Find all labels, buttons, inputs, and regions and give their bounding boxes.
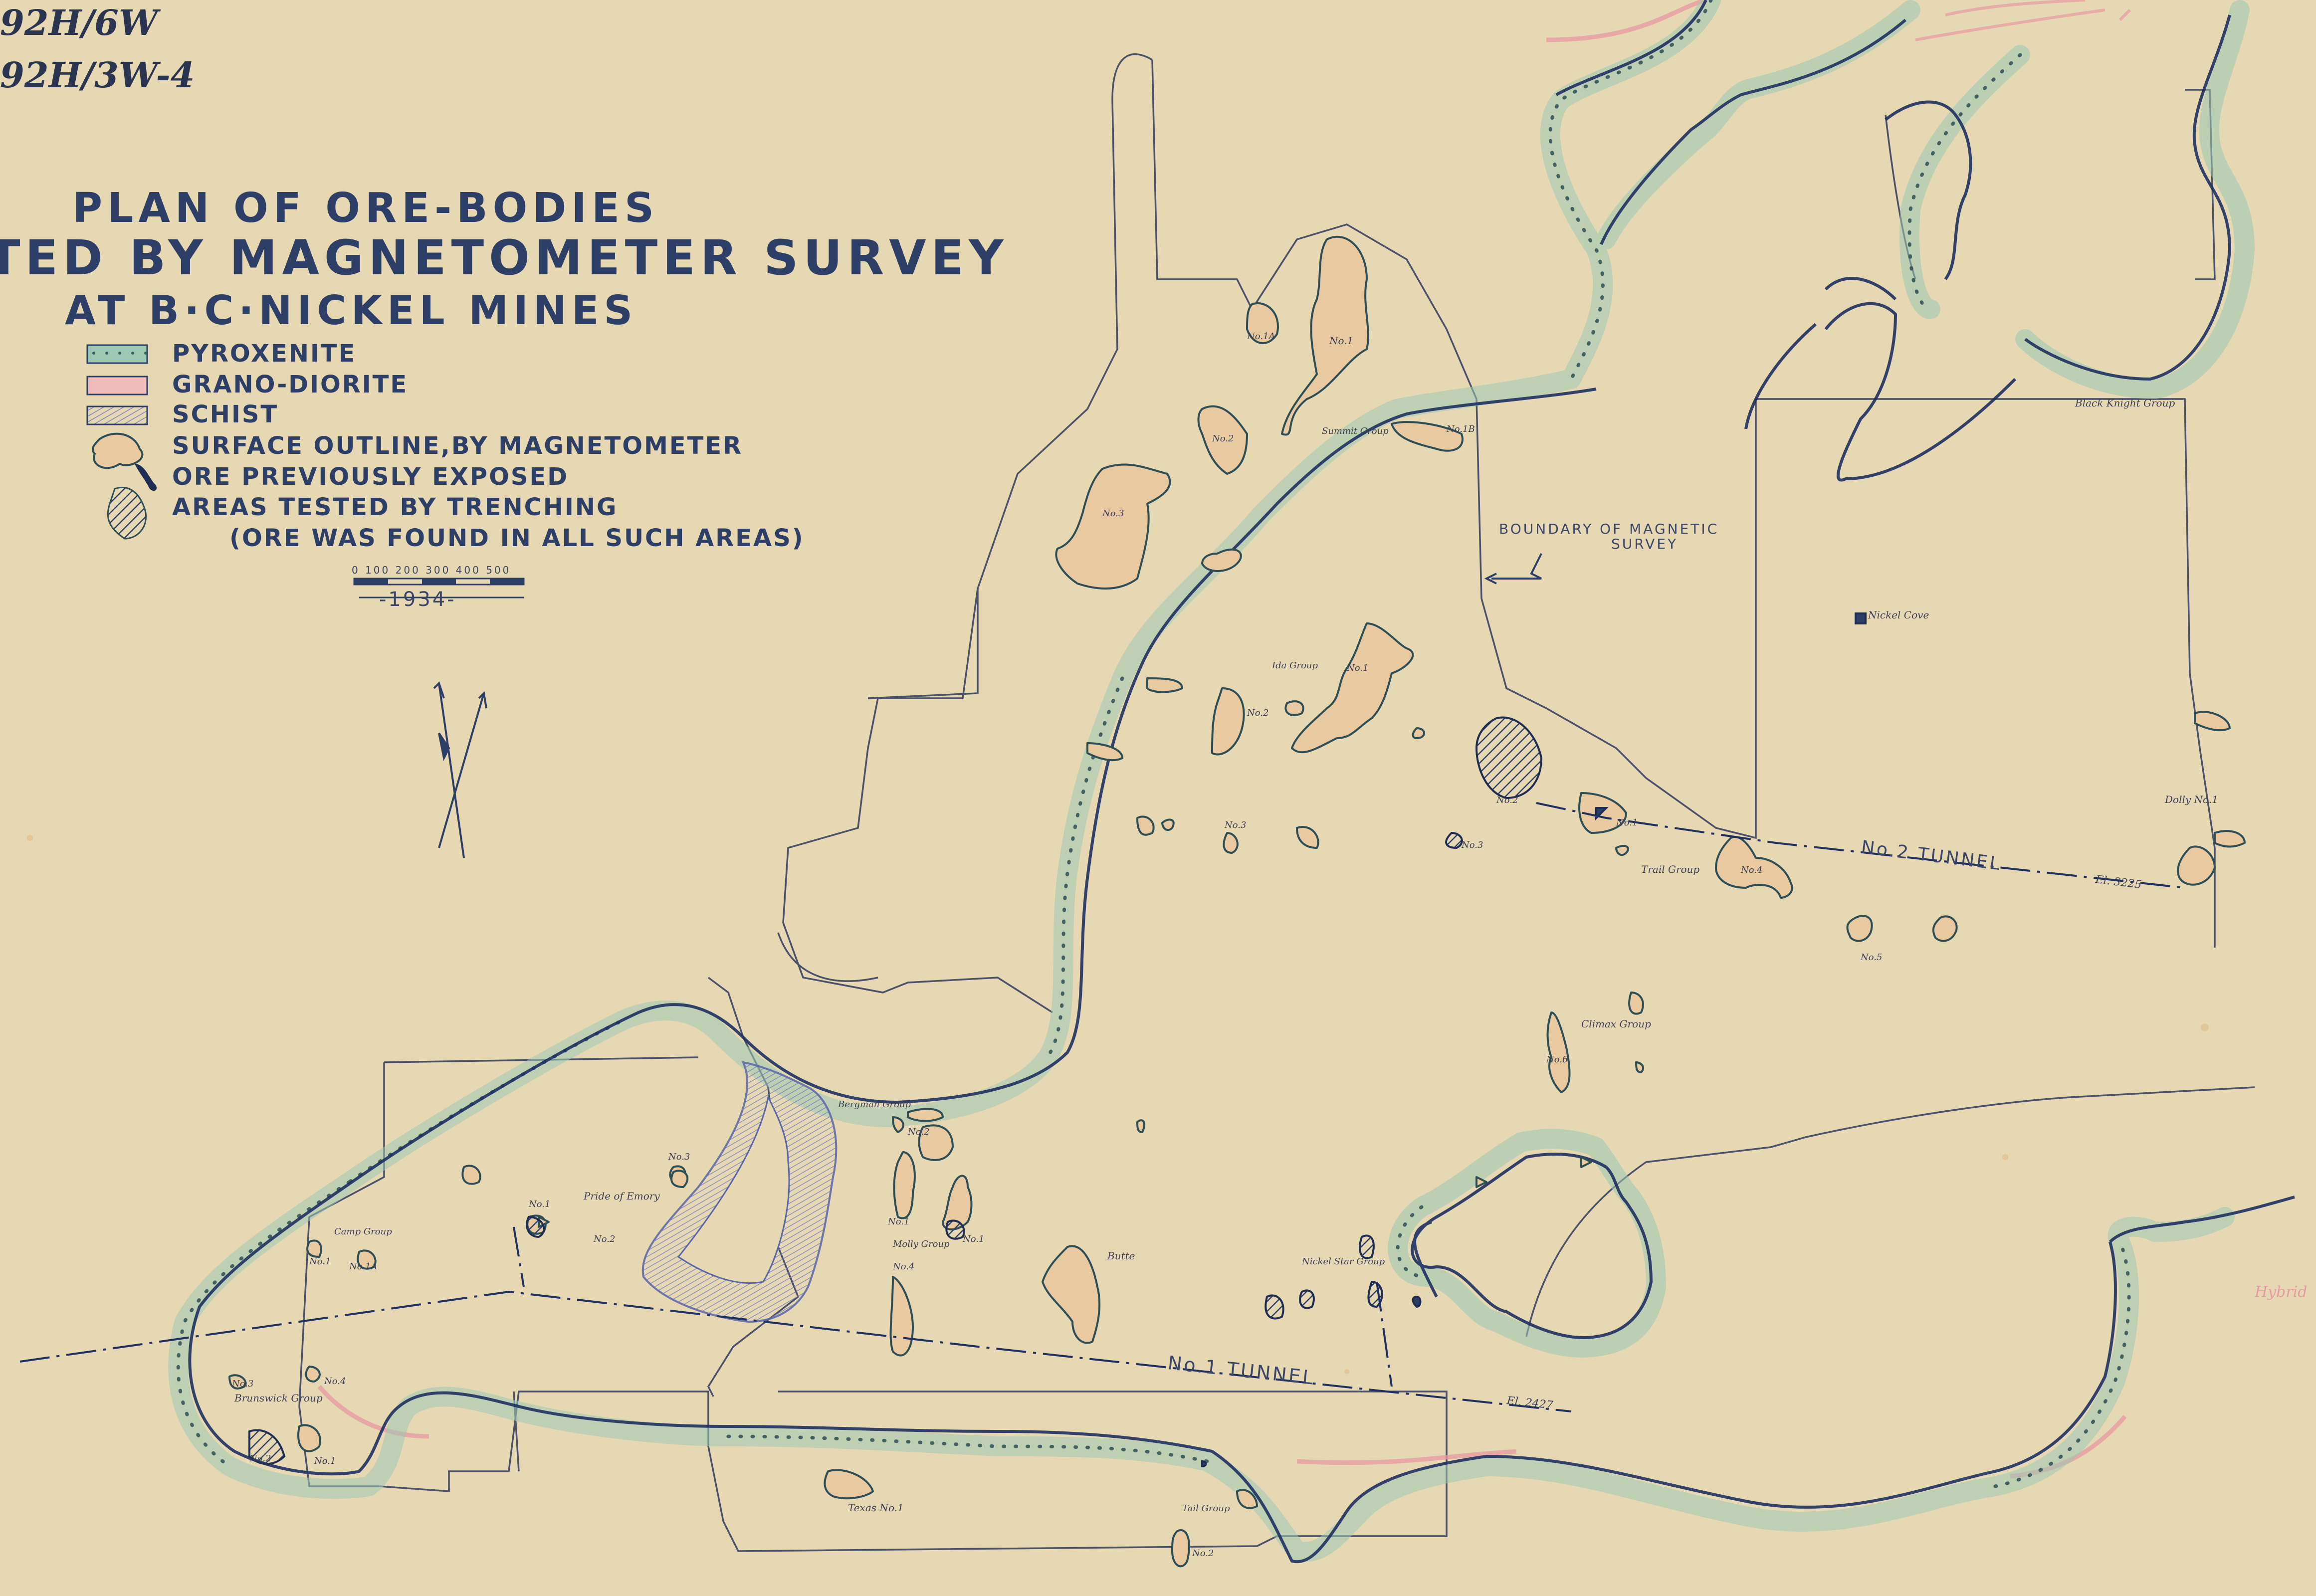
- label-ida-group: Ida Group: [1271, 660, 1318, 671]
- label-no4-trail: No.4: [1740, 865, 1762, 875]
- label-no5: No.5: [1860, 952, 1882, 963]
- label-summit-group: Summit Group: [1322, 426, 1389, 436]
- red-pencil-marks: [1915, 0, 2131, 41]
- label-no1-bruns: No.1: [314, 1456, 336, 1466]
- label-nickel-cove: Nickel Cove: [1868, 609, 1929, 621]
- label-molly-group: Molly Group: [892, 1239, 950, 1249]
- boundary-label-line1: BOUNDARY OF MAGNETIC: [1499, 521, 1719, 537]
- label-hybrid: Hybrid: [2254, 1283, 2307, 1301]
- label-no3-berg: No.3: [668, 1152, 690, 1162]
- label-no2-pride: No.2: [593, 1234, 615, 1244]
- label-no2-berg: No.2: [907, 1127, 929, 1137]
- label-pride-emory: Pride of Emory: [583, 1190, 660, 1202]
- corner-note-2: 92H/3W-4: [0, 54, 195, 96]
- place-labels: No.1 No.1A Summit Group No.2 No.1B No.3 …: [231, 331, 2307, 1559]
- legend-swatch-ore-exposed: [135, 464, 157, 491]
- tunnel-2-line: [1536, 802, 2185, 889]
- label-no1-molly-2: No.1: [962, 1234, 984, 1244]
- boundary-arrow: [1484, 553, 1542, 585]
- ore-bodies: [228, 235, 2246, 1568]
- scale-ticks: 0 100 200 300 400 500: [352, 564, 511, 576]
- label-no6: No.6: [1546, 1054, 1568, 1065]
- label-no1-ida: No.1: [1346, 663, 1368, 673]
- label-no1-molly: No.1: [887, 1216, 909, 1227]
- legend-surface-outline-label: SURFACE OUTLINE,BY MAGNETOMETER: [172, 432, 743, 460]
- label-no4-bruns: No.4: [324, 1376, 346, 1387]
- label-no2-center: No.2: [1496, 795, 1518, 805]
- label-no1-pride: No.1: [528, 1199, 550, 1209]
- scale-bar: [353, 578, 525, 598]
- label-brunswick-group: Brunswick Group: [234, 1392, 323, 1404]
- legend-swatch-grano-diorite: [86, 376, 148, 396]
- legend-trenching-label: AREAS TESTED BY TRENCHING: [172, 493, 618, 521]
- label-no1-north: No.1: [1329, 335, 1353, 347]
- pyroxenite-contacts: [168, 0, 2255, 1562]
- tunnel-2-label: No.2 TUNNEL: [1860, 837, 2003, 874]
- legend-swatches: [86, 344, 157, 540]
- label-tail-group: Tail Group: [1182, 1503, 1230, 1514]
- label-no3-center: No.3: [1224, 820, 1246, 830]
- label-butte: Butte: [1107, 1250, 1135, 1262]
- legend-trenching-note: (ORE WAS FOUND IN ALL SUCH AREAS): [229, 524, 805, 552]
- label-black-knight: Black Knight Group: [2075, 397, 2175, 409]
- label-no1-camp: No.1: [309, 1256, 331, 1267]
- label-texas: Texas No.1: [848, 1502, 904, 1514]
- label-no1-center: No.1: [1616, 817, 1638, 828]
- title-line-2: TED BY MAGNETOMETER SURVEY: [0, 230, 1009, 286]
- trenched-areas: [248, 612, 1867, 1468]
- legend-swatch-schist: [86, 405, 148, 425]
- label-no3-west: No.3: [1102, 508, 1124, 519]
- label-camp-group: Camp Group: [334, 1226, 392, 1237]
- north-arrow: [433, 681, 487, 858]
- paper-stains: [27, 835, 2209, 1374]
- label-dolly: Dolly No.1: [2164, 794, 2218, 805]
- main-contact-line: [188, 0, 2295, 1564]
- schist-body: [641, 1061, 838, 1323]
- label-no2-tail: No.2: [1192, 1548, 1214, 1559]
- legend-swatch-trenching: [107, 486, 147, 540]
- tunnel-2-elevation: El. 3225: [2094, 873, 2142, 891]
- legend-ore-exposed-label: ORE PREVIOUSLY EXPOSED: [172, 463, 569, 491]
- legend-grano-diorite-label: GRANO-DIORITE: [172, 371, 408, 399]
- label-no1a-camp: No.1A: [349, 1261, 377, 1272]
- boundary-label-line2: SURVEY: [1611, 536, 1678, 552]
- legend-pyroxenite-label: PYROXENITE: [172, 340, 356, 368]
- label-no1b: No.1B: [1446, 424, 1475, 434]
- label-no1a: No.1A: [1247, 331, 1275, 342]
- tunnel-1-label: No.1 TUNNEL: [1167, 1352, 1316, 1389]
- title-line-3: AT B·C·NICKEL MINES: [65, 287, 637, 334]
- title-line-1: PLAN OF ORE-BODIES: [72, 185, 659, 232]
- label-no2-bruns: No.2: [249, 1453, 271, 1464]
- label-trail-group: Trail Group: [1641, 863, 1699, 875]
- label-no3-small: No.3: [1461, 840, 1483, 850]
- label-no2-ida: No.2: [1247, 708, 1268, 718]
- label-no3-bruns: No.3: [231, 1379, 253, 1389]
- tunnel-1-line: [19, 1290, 1572, 1412]
- grano-diorite-edges: [317, 0, 2127, 1479]
- tunnel-1-elevation: El. 2427: [1505, 1395, 1553, 1412]
- tunnels: [19, 802, 2185, 1412]
- legend-swatch-surface-outline: [91, 432, 144, 469]
- label-bergman-group: Bergman Group: [838, 1099, 911, 1110]
- scale-year: -1934-: [379, 588, 456, 611]
- legend-schist-label: SCHIST: [172, 400, 278, 428]
- label-no2-north: No.2: [1212, 433, 1234, 444]
- label-climax-group: Climax Group: [1581, 1018, 1651, 1030]
- label-nickel-star: Nickel Star Group: [1301, 1256, 1385, 1267]
- label-no4-molly: No.4: [892, 1261, 914, 1272]
- corner-note-1: 92H/6W: [0, 2, 161, 43]
